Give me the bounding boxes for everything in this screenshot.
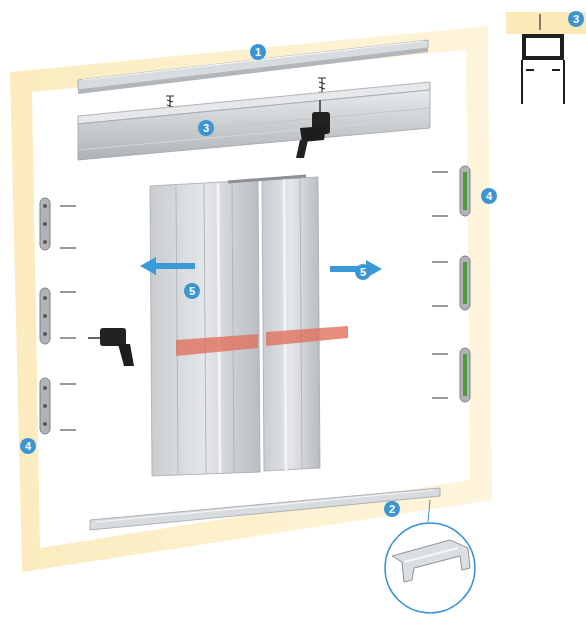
wall-opening — [10, 26, 492, 572]
top-rail — [78, 40, 428, 94]
door-panels — [150, 176, 348, 476]
bottom-rail-detail — [385, 500, 475, 613]
callout-number: 3 — [568, 11, 584, 27]
callout-number: 3 — [198, 120, 214, 136]
callout-number: 5 — [355, 264, 371, 280]
profile-section — [506, 12, 586, 104]
upper-profile — [78, 82, 430, 160]
callout-number: 4 — [481, 188, 497, 204]
callout-number: 2 — [384, 501, 400, 517]
callout-number: 1 — [250, 44, 266, 60]
right-brackets — [432, 166, 470, 402]
callout-number: 4 — [20, 438, 36, 454]
drill — [296, 100, 330, 158]
drill — [88, 328, 134, 366]
slide-arrows — [140, 257, 382, 278]
left-brackets — [40, 198, 76, 434]
bottom-rail — [90, 488, 440, 530]
callout-number: 5 — [184, 283, 200, 299]
